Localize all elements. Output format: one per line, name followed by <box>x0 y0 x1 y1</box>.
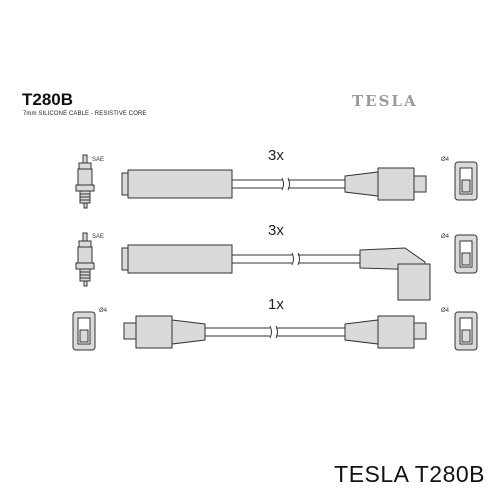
coil-terminal-icon <box>454 234 478 274</box>
coil-terminal-icon <box>454 161 478 201</box>
lead-1-right-end-label: Ø4 <box>441 157 450 163</box>
coil-terminal-icon <box>454 311 478 351</box>
cable-description: 7mm SILICONE CABLE - RESISTIVE CORE <box>23 111 147 117</box>
straight-boot-right <box>344 167 427 201</box>
lead-2-right-end-label: Ø4 <box>441 234 450 240</box>
lead-3-quantity: 1x <box>268 296 284 313</box>
ignition-lead-2 <box>75 232 478 301</box>
lead-1-left-end-label: SAE <box>92 157 105 163</box>
cable-segment <box>232 252 360 266</box>
product-caption: TESLA T280B <box>334 461 485 487</box>
spark-plug-icon <box>75 154 95 209</box>
angled-boot-right <box>359 247 431 301</box>
spark-plug-icon <box>75 232 95 287</box>
lead-3-right-end-label: Ø4 <box>441 308 450 314</box>
ignition-lead-3 <box>72 311 478 351</box>
straight-boot-left <box>123 315 206 349</box>
straight-boot-left <box>121 244 233 274</box>
ignition-lead-1 <box>75 154 478 209</box>
lead-1-quantity: 3x <box>268 147 284 164</box>
brand-logo: TESLA <box>352 92 418 110</box>
straight-boot-right <box>344 315 427 349</box>
lead-2-left-end-label: SAE <box>92 234 105 240</box>
cable-segment <box>205 325 345 339</box>
straight-boot-left <box>121 169 233 199</box>
lead-2-quantity: 3x <box>268 222 284 239</box>
cable-segment <box>232 177 345 191</box>
lead-3-left-end-label: Ø4 <box>99 308 108 314</box>
part-number: T280B <box>22 90 74 109</box>
coil-terminal-icon <box>72 311 96 351</box>
